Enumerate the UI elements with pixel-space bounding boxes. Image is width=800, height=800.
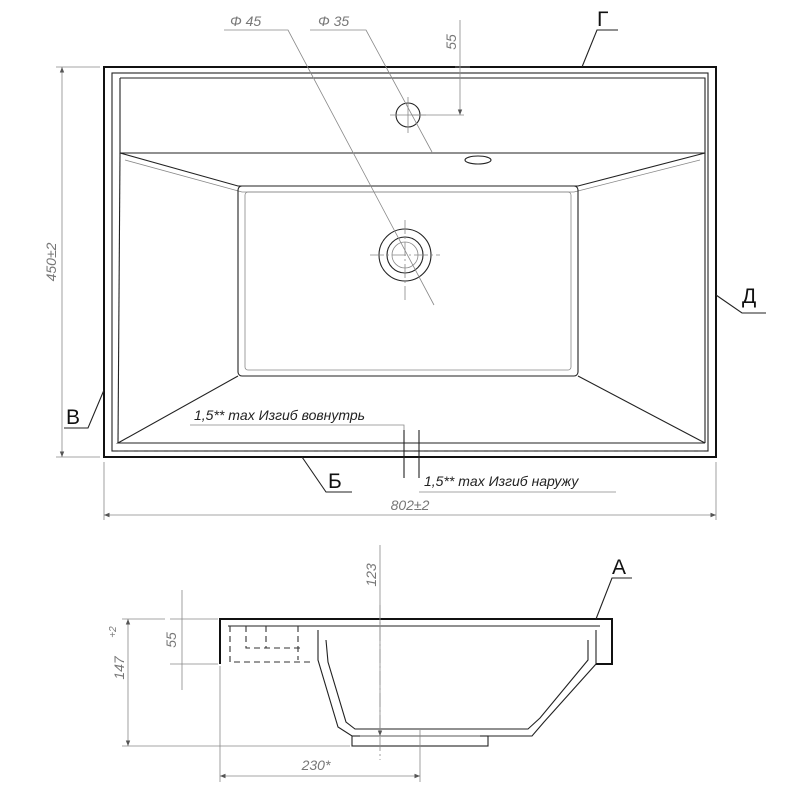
depth-label: 450±2: [43, 242, 59, 281]
side-depth-label: 123: [363, 563, 379, 587]
leader-D: [715, 294, 766, 314]
faucet-diameter-label: Φ 35: [318, 13, 349, 29]
side-top-slab: [219, 618, 613, 665]
side-height-tolerance: +2: [108, 626, 119, 638]
basin-outer-contour: [103, 66, 717, 458]
bend-outward-note: 1,5** max Изгиб наружу: [424, 473, 579, 489]
width-label: 802±2: [391, 497, 430, 513]
faucet-offset-label: 55: [443, 34, 459, 50]
side-hidden-lines: [229, 626, 310, 663]
basin-slope-left: [117, 152, 121, 444]
side-bowl-inner: [325, 639, 589, 730]
drain-diameter-label: Φ 45: [230, 13, 261, 29]
bowl-bottom-inner: [244, 191, 572, 371]
basin-slope-back-2: [124, 159, 701, 193]
side-view: 123 55 147 +2 230* А: [108, 545, 632, 782]
side-length-label: 230*: [301, 757, 331, 773]
leader-A: [595, 577, 632, 620]
basin-inner-rim: [111, 72, 709, 452]
label-A: А: [612, 556, 626, 579]
label-V: В: [66, 406, 80, 429]
top-view: Φ 45 Φ 35 55 450±2 802±2 1,5** max Изгиб…: [43, 8, 766, 520]
bend-inward-note: 1,5** max Изгиб вовнутрь: [194, 407, 365, 423]
side-bowl-outer: [317, 630, 597, 737]
overflow-slot: [464, 155, 492, 165]
basin-slope-front: [115, 375, 706, 444]
leader-G: [581, 29, 618, 68]
label-B: Б: [328, 470, 342, 493]
side-height-label: 147: [111, 655, 127, 680]
bowl-bottom: [237, 185, 579, 377]
leader-V: [64, 389, 105, 429]
drain-hole: [370, 220, 440, 300]
leader-B: [301, 456, 352, 493]
label-D: Д: [742, 285, 756, 308]
label-G: Г: [597, 8, 608, 31]
leader-faucet-diameter: [310, 29, 433, 153]
leader-drain-diameter: [224, 29, 435, 306]
side-rim-label: 55: [163, 632, 179, 648]
